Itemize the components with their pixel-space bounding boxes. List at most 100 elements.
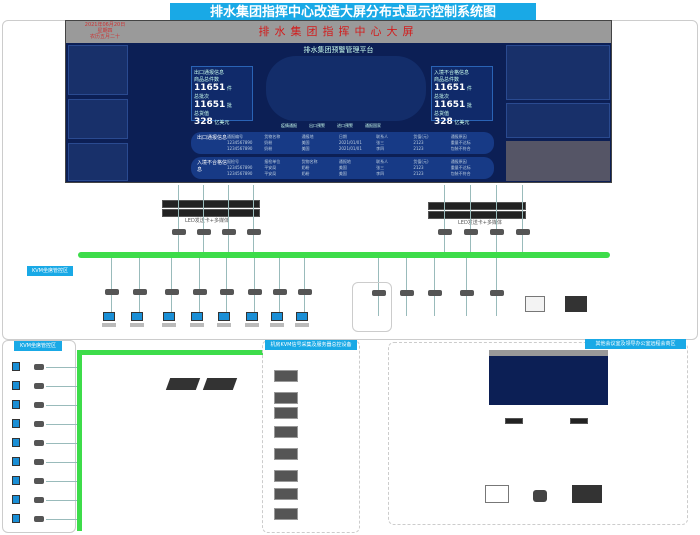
remote-node [570,418,588,424]
link-line [178,185,179,255]
kvm-encoder [298,289,312,295]
keyboard-icon [245,323,259,327]
av-equipment [274,488,298,500]
map-legend: 疫情通报出口预警进口预警通报国家 [281,123,381,129]
kvm-encoder [193,289,207,295]
kvm-encoder [34,383,44,389]
stat-unit: 亿美元 [454,120,470,126]
table-cell: 1234567890 [227,165,253,170]
table-cell: 2123 [413,146,424,151]
table-cell: 2021/01/01 [338,146,362,151]
kvm-encoder [34,421,44,427]
link-line [46,405,77,406]
remote-zone [388,342,688,525]
legend-item: 进口预警 [337,123,353,128]
link-line [203,185,204,255]
table-cell: 美国 [301,140,310,145]
stat-unit: 批 [466,103,472,109]
link-line [46,367,77,368]
table-cell: 日期 [338,134,347,139]
video-wall-screen: 排水集团指挥中心大屏 2021年06月20日星期四农历五月二十 排水集团预警管理… [65,20,612,183]
remote-screen [489,350,608,405]
stat-value: 11651 [434,83,466,93]
link-line [226,258,227,316]
stat-value: 11651 [194,83,226,93]
receiver-node [464,229,478,235]
remote-control-panel [572,485,602,503]
table-cell: 1234567890 [227,140,253,145]
zone-label-kvm-left: KVM坐席管控区 [14,341,62,351]
table-cell: 货物名称 [301,159,318,164]
table-cell: 货物名称 [264,134,281,139]
zone-label-kvm-seat: KVM坐席管控区 [27,266,73,276]
table-cell: 2123 [413,165,424,170]
link-line [111,258,112,316]
kvm-encoder [165,289,179,295]
table-cell: 奶粉 [301,171,310,176]
stat-label: 总货值 [194,111,210,117]
table-cell: 平安局 [264,165,277,170]
receiver-node [438,229,452,235]
stat-value: 11651 [434,100,466,110]
kvm-seat-icon [12,495,20,504]
table-cell: 李四 [376,171,385,176]
kvm-encoder [105,289,119,295]
stat-label: 商品总件数 [434,77,460,83]
stat-value: 328 [434,117,453,127]
keyboard-icon [270,323,284,327]
kvm-encoder [34,364,44,370]
link-line [444,185,445,255]
stat-unit: 件 [226,86,232,92]
zone-label-remote: 其他会议室及领导办公室远程会商区 [585,339,686,349]
kvm-switch [165,378,201,390]
table-cell: 奶粉 [264,146,273,151]
receiver-node [172,229,186,235]
stat-unit: 亿美元 [214,120,230,126]
link-line [406,258,407,316]
table-cell: 1234567890 [227,146,253,151]
encoder-node [460,290,474,296]
receiver-node [197,229,211,235]
kvm-encoder [273,289,287,295]
kvm-seat-icon [12,476,20,485]
table-cell: 报检号 [227,159,239,164]
link-line [496,258,497,316]
link-line [522,185,523,255]
remote-monitor [485,485,509,503]
stat-value: 328 [194,117,213,127]
table-cell: 李四 [376,146,385,151]
led-sender-card-right [428,202,526,210]
receiver-node [516,229,530,235]
table-cell: 通报原因 [450,159,467,164]
link-line [199,258,200,316]
keyboard-icon [102,323,116,327]
stat-label: 总批次 [194,94,210,100]
keyboard-icon [295,323,309,327]
table-label: 入境不合格信息 [197,160,228,173]
legend-item: 通报国家 [365,123,381,128]
kvm-seat-icon [12,438,20,447]
date-line: 农历五月二十 [89,34,120,40]
monitor-icon [218,312,230,321]
screen-date: 2021年06月20日星期四农历五月二十 [70,22,140,40]
table-cell: 奶粉 [264,140,273,145]
left-chart [68,99,128,139]
av-equipment [274,448,298,460]
screen-header: 排水集团指挥中心大屏 [66,21,611,43]
receiver-node [247,229,261,235]
led-media-box-left [162,209,260,217]
kvm-encoder [34,402,44,408]
encoder-node [490,290,504,296]
keyboard-icon [217,323,231,327]
table-cell: 美国 [338,165,347,170]
table-cell: 1234567890 [227,171,253,176]
control-panel [565,296,587,312]
link-line [378,258,379,316]
stat-value: 11651 [194,100,226,110]
encoder-node [372,290,386,296]
table-cell: 2123 [413,171,424,176]
table-cell: 重量不达标 [450,140,471,145]
kvm-encoder [34,478,44,484]
table-cell: 通报原因 [450,134,467,139]
